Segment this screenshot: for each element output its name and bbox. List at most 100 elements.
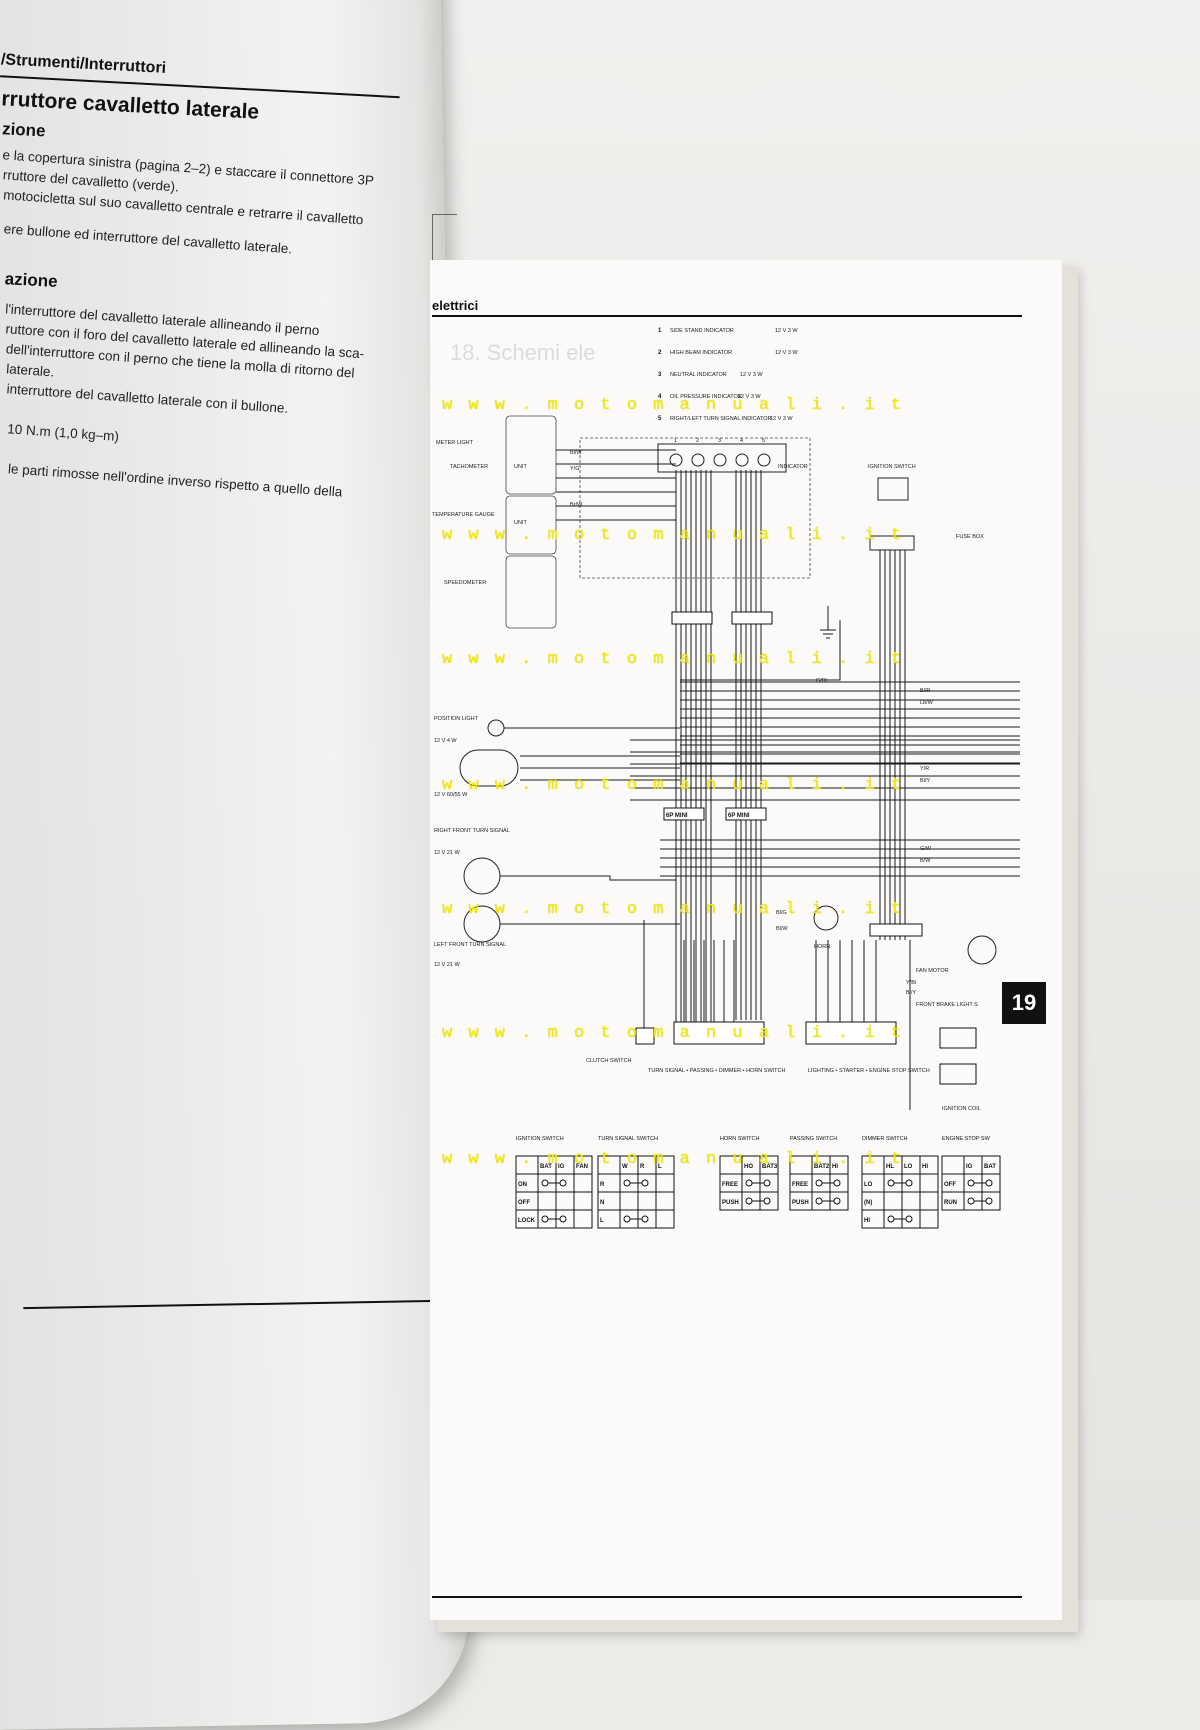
wire-codes: Bl/W Y/G Br/W G/Bl Bl/R Lb/W G/W B/W Y/R… bbox=[570, 450, 934, 996]
svg-text:12 V 3 W: 12 V 3 W bbox=[770, 416, 793, 422]
handlebar-switch-blocks bbox=[635, 1021, 897, 1045]
ghost-title: 18. Schemi ele bbox=[450, 340, 596, 365]
horn-label: HORN bbox=[814, 944, 830, 950]
speedometer-label: SPEEDOMETER bbox=[444, 580, 486, 586]
indicator-label: INDICATOR bbox=[778, 464, 808, 470]
switch-table-title: TURN SIGNAL SWITCH bbox=[598, 1136, 658, 1142]
switch-table-title: DIMMER SWITCH bbox=[862, 1136, 908, 1142]
meter-units bbox=[505, 415, 811, 629]
lighting-group-label: LIGHTING • STARTER • ENGINE STOP SWITCH bbox=[808, 1068, 930, 1074]
switch-table-row: PUSH bbox=[722, 1200, 739, 1206]
svg-text:Bl/R: Bl/R bbox=[920, 688, 930, 694]
watermark: w w w . m o t o m a n u a l i . i t bbox=[442, 1024, 905, 1043]
svg-text:HIGH BEAM INDICATOR: HIGH BEAM INDICATOR bbox=[670, 350, 732, 356]
unit-label-2: UNIT bbox=[514, 520, 527, 526]
svg-text:12 V 3 W: 12 V 3 W bbox=[740, 372, 763, 378]
ignition-coils bbox=[939, 1027, 977, 1085]
svg-text:4: 4 bbox=[658, 394, 662, 400]
watermark: w w w . m o t o m a n u a l i . i t bbox=[442, 526, 905, 545]
switch-table-col: R bbox=[640, 1164, 645, 1170]
text-line: le parti rimosse nell'ordine inverso ris… bbox=[7, 461, 343, 500]
right-page-header: elettrici bbox=[432, 298, 1022, 317]
chapter-tab: 19 bbox=[1002, 982, 1046, 1024]
svg-text:B/W: B/W bbox=[920, 858, 931, 864]
switch-table-row: OFF bbox=[518, 1200, 530, 1206]
svg-text:SIDE STAND INDICATOR: SIDE STAND INDICATOR bbox=[670, 328, 734, 334]
switch-table-col: BAT3 bbox=[762, 1164, 778, 1170]
switch-table-row: (N) bbox=[864, 1200, 872, 1206]
text-line: motocicletta sul suo cavalletto centrale… bbox=[2, 187, 364, 228]
fuse-box-label: FUSE BOX bbox=[956, 534, 984, 540]
switch-table-col: HI bbox=[922, 1164, 928, 1170]
connectors bbox=[663, 611, 923, 937]
position-light-spec: 12 V 4 W bbox=[434, 738, 457, 744]
switch-table-row: LOCK bbox=[518, 1218, 536, 1224]
svg-text:3: 3 bbox=[658, 372, 662, 378]
watermark: w w w . m o t o m a n u a l i . i t bbox=[442, 776, 905, 795]
switch-table-col: BAT bbox=[540, 1164, 552, 1170]
svg-text:1: 1 bbox=[658, 328, 662, 334]
svg-text:4: 4 bbox=[740, 438, 743, 444]
section-heading-1: zione bbox=[1, 119, 47, 141]
torque-value: 10 N.m (1,0 kg–m) bbox=[6, 421, 120, 444]
switch-table-col: W bbox=[622, 1164, 628, 1170]
switch-table-col: FAN bbox=[576, 1164, 588, 1170]
watermark: w w w . m o t o m a n u a l i . i t bbox=[442, 1150, 905, 1169]
svg-text:1: 1 bbox=[674, 438, 677, 444]
svg-text:12 V 3 W: 12 V 3 W bbox=[775, 350, 798, 356]
svg-text:2: 2 bbox=[696, 438, 699, 444]
switch-table-col: HI bbox=[832, 1164, 838, 1170]
switch-table-title: IGNITION SWITCH bbox=[516, 1136, 564, 1142]
wiring-diagram: 18. Schemi ele 1 SIDE STAND INDICATOR 12… bbox=[432, 328, 1020, 1229]
switch-table-col: IG bbox=[966, 1164, 973, 1170]
wire-harness bbox=[500, 449, 1020, 1110]
unit-label: UNIT bbox=[514, 464, 527, 470]
svg-text:G/Bl: G/Bl bbox=[816, 678, 827, 684]
ignition-switch-label: IGNITION SWITCH bbox=[868, 464, 916, 470]
text-line: laterale. bbox=[5, 361, 55, 380]
switch-table-row: L bbox=[600, 1218, 604, 1224]
svg-text:12 V 3 W: 12 V 3 W bbox=[738, 394, 761, 400]
svg-text:Bl/W: Bl/W bbox=[570, 450, 582, 456]
connector-label: 6P MINI bbox=[666, 813, 688, 819]
switch-table-col: IG bbox=[558, 1164, 565, 1170]
watermark: w w w . m o t o m a n u a l i . i t bbox=[442, 650, 905, 669]
text-line: interruttore del cavalletto laterale con… bbox=[6, 381, 289, 416]
text-line: ere bullone ed interruttore del cavallet… bbox=[3, 221, 293, 257]
headlight-spec: 12 V 60/55 W bbox=[434, 792, 468, 798]
fan-motor-label: FAN MOTOR bbox=[916, 968, 949, 974]
svg-text:Bl/G: Bl/G bbox=[776, 910, 787, 916]
watermark: w w w . m o t o m a n u a l i . i t bbox=[442, 396, 905, 415]
lamps bbox=[459, 719, 997, 965]
svg-text:12 V 3 W: 12 V 3 W bbox=[775, 328, 798, 334]
switch-table-row: PUSH bbox=[792, 1200, 809, 1206]
front-brake-label: FRONT BRAKE LIGHT S bbox=[916, 1002, 978, 1008]
svg-text:5: 5 bbox=[658, 416, 662, 422]
left-turn-label: LEFT FRONT TURN SIGNAL bbox=[434, 942, 506, 948]
turn-spec: 12 V 21 W bbox=[434, 850, 460, 856]
watermark: w w w . m o t o m a n u a l i . i t bbox=[442, 900, 905, 919]
position-light-label: POSITION LIGHT bbox=[434, 716, 479, 722]
svg-text:RIGHT/LEFT TURN SIGNAL INDICAT: RIGHT/LEFT TURN SIGNAL INDICATOR bbox=[670, 416, 771, 422]
svg-text:OIL PRESSURE INDICATOR: OIL PRESSURE INDICATOR bbox=[670, 394, 742, 400]
svg-text:3: 3 bbox=[718, 438, 721, 444]
svg-text:2: 2 bbox=[658, 350, 662, 356]
switch-table-row: OFF bbox=[944, 1182, 956, 1188]
meter-light-label: METER LIGHT bbox=[436, 440, 474, 446]
switch-table-row: FREE bbox=[792, 1182, 808, 1188]
front-turn-label: RIGHT FRONT TURN SIGNAL bbox=[434, 828, 510, 834]
clutch-switch-label: CLUTCH SWITCH bbox=[586, 1058, 632, 1064]
svg-text:Y/R: Y/R bbox=[920, 766, 929, 772]
connector-label: 6P MINI bbox=[728, 813, 750, 819]
svg-text:G/W: G/W bbox=[920, 846, 932, 852]
switch-table-col: BAT2 bbox=[814, 1164, 830, 1170]
switch-table-title: PASSING SWITCH bbox=[790, 1136, 837, 1142]
svg-text:Y/Bl: Y/Bl bbox=[906, 980, 916, 986]
tachometer-label: TACHOMETER bbox=[450, 464, 488, 470]
ignition-coil-label: IGNITION COIL bbox=[942, 1106, 981, 1112]
svg-text:Lb/W: Lb/W bbox=[920, 700, 934, 706]
svg-text:Bl/Y: Bl/Y bbox=[920, 778, 930, 784]
